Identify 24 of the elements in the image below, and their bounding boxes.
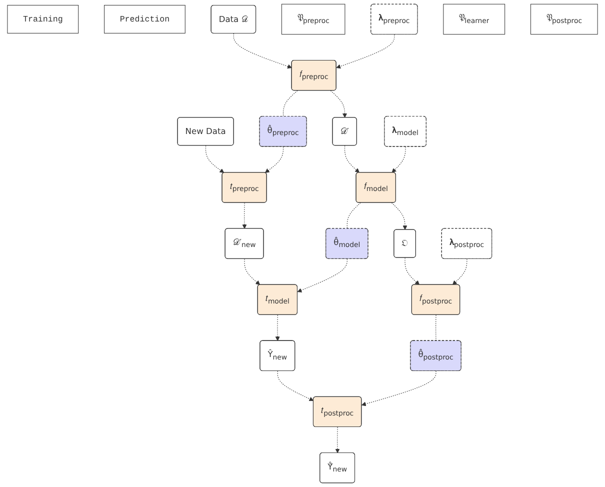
- connector: [282, 90, 298, 117]
- arrow: [277, 370, 314, 401]
- arrow: [330, 90, 348, 118]
- node-box: Training: [7, 4, 79, 34]
- arrow: [336, 34, 395, 69]
- arrow: [297, 258, 348, 292]
- arrow: [244, 258, 260, 285]
- node-box: 𝔓$_{postproc}$: [530, 4, 598, 35]
- arrow: [391, 202, 408, 230]
- connector: [346, 202, 361, 229]
- arrow: [335, 426, 340, 454]
- arrow: [275, 314, 280, 342]
- node-box: Prediction: [104, 4, 186, 34]
- node-box: 𝔓$_{learner}$: [443, 4, 506, 35]
- arrow: [242, 202, 247, 229]
- arrow: [392, 146, 406, 173]
- node-box: 𝔓$_{preproc}$: [281, 4, 346, 35]
- arrow: [206, 145, 224, 173]
- arrow: [361, 370, 436, 406]
- arrow: [264, 146, 284, 173]
- arrow: [404, 258, 420, 285]
- arrow: [233, 33, 292, 69]
- arrow: [452, 258, 468, 285]
- arrow: [344, 145, 360, 173]
